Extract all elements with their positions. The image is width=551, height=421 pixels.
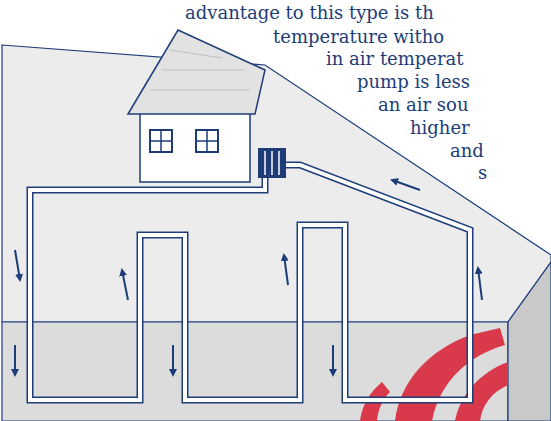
ground-section xyxy=(2,322,508,421)
ground-loop-pipe xyxy=(30,165,470,400)
body-text-fragment: advantage to this type is th xyxy=(185,2,434,24)
body-text-fragment: s xyxy=(478,162,487,184)
house xyxy=(128,30,265,182)
body-text-fragment: temperature witho xyxy=(273,26,444,48)
body-text-fragment: in air temperat xyxy=(326,48,464,70)
red-graphic xyxy=(360,328,508,421)
body-text-fragment: higher xyxy=(410,117,470,139)
ground-side xyxy=(508,262,551,421)
body-text-fragment: an air sou xyxy=(378,94,469,116)
heat-pump-unit xyxy=(258,148,286,178)
flow-arrow xyxy=(15,178,482,375)
body-text-fragment: and xyxy=(450,140,484,162)
body-text-fragment: pump is less xyxy=(357,71,470,93)
